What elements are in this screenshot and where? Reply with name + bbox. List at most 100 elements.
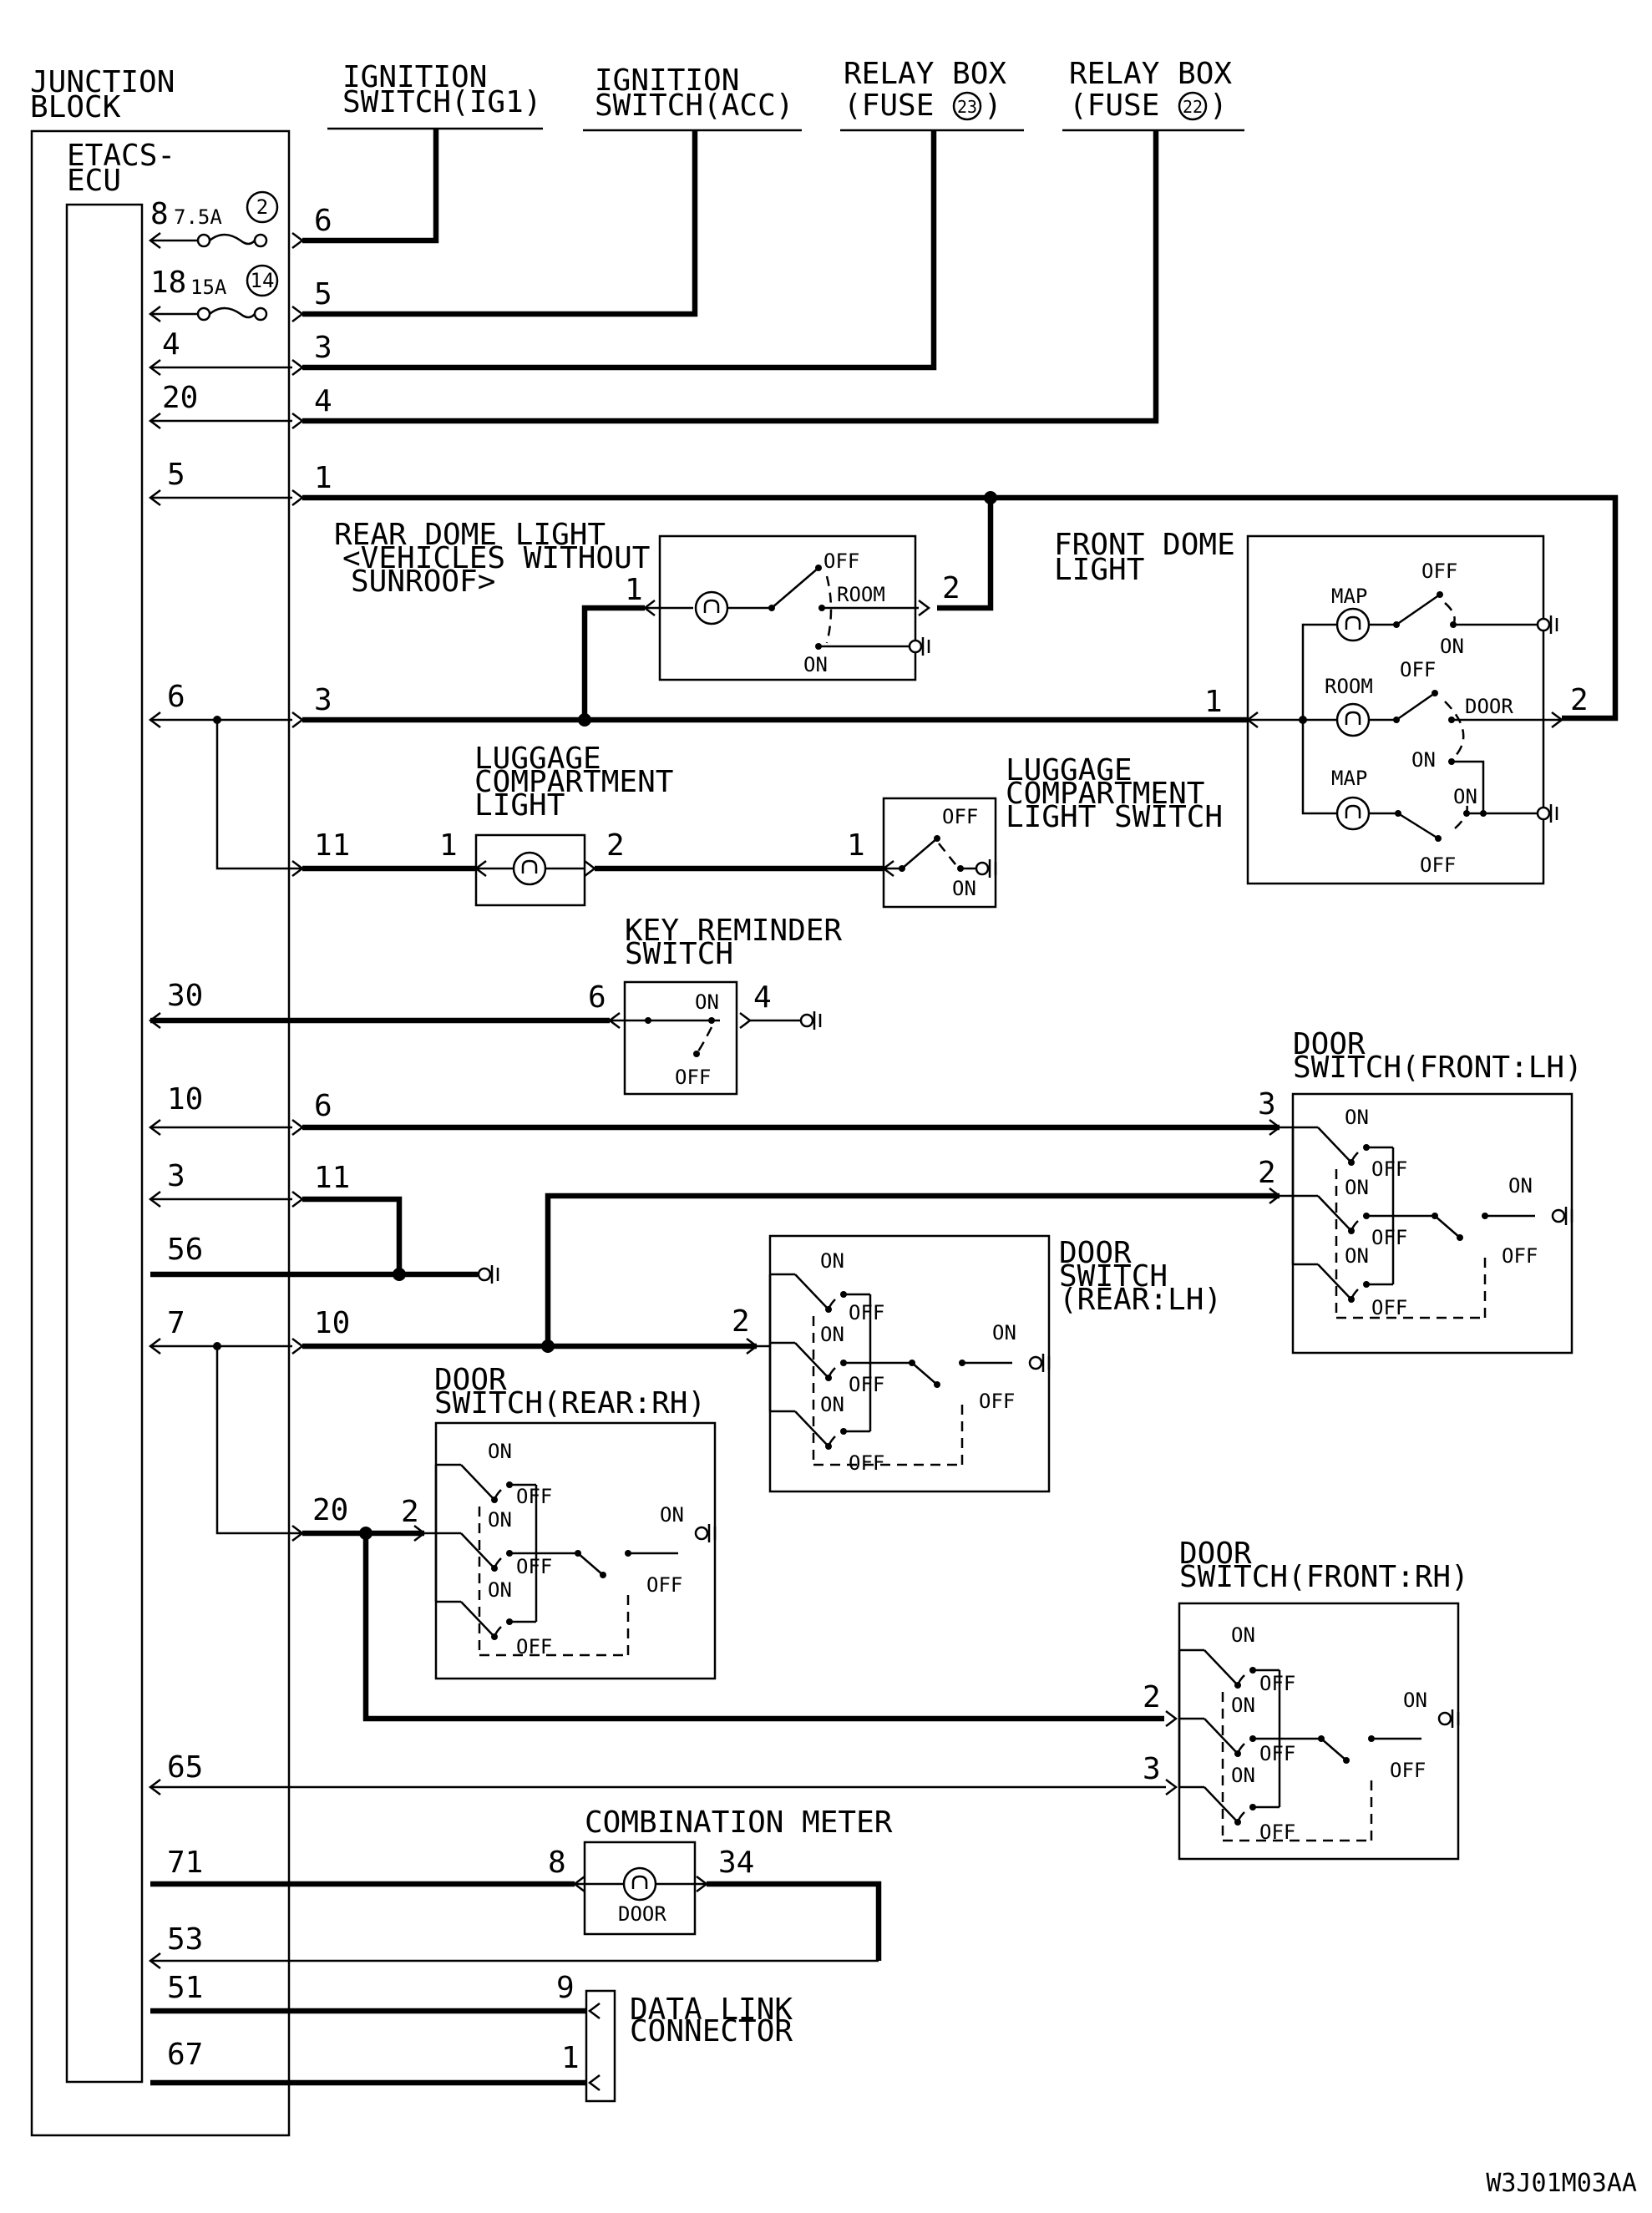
svg-text:67: 67 bbox=[167, 2038, 203, 2072]
rear-dome-label-3: SUNROOF> bbox=[351, 565, 495, 599]
svg-text:OFF: OFF bbox=[979, 1390, 1015, 1413]
svg-text:1: 1 bbox=[561, 2041, 580, 2075]
svg-text:4: 4 bbox=[162, 327, 180, 362]
drawing-code: W3J01M03AA bbox=[1486, 2169, 1637, 2198]
front-dome-label-1: FRONT DOME bbox=[1054, 528, 1235, 562]
svg-text:OFF: OFF bbox=[516, 1485, 552, 1508]
svg-text:OFF: OFF bbox=[1421, 560, 1457, 583]
svg-text:OFF: OFF bbox=[1502, 1244, 1538, 1268]
luggage-switch-box bbox=[882, 797, 997, 909]
luggage-light-label-1: LUGGAGE bbox=[474, 742, 601, 776]
svg-text:ROOM: ROOM bbox=[837, 583, 885, 606]
svg-text:MAP: MAP bbox=[1331, 585, 1367, 608]
door-switch-front-lh-box bbox=[1291, 1092, 1573, 1355]
etacs-ecu-frame bbox=[65, 203, 144, 2084]
svg-text:20: 20 bbox=[312, 1493, 348, 1527]
svg-text:10: 10 bbox=[314, 1306, 350, 1340]
svg-text:2: 2 bbox=[1258, 1156, 1276, 1190]
svg-text:OFF: OFF bbox=[1390, 1759, 1426, 1782]
combination-meter-box bbox=[583, 1841, 697, 1936]
svg-text:6: 6 bbox=[314, 1089, 332, 1123]
svg-text:4: 4 bbox=[753, 980, 772, 1015]
svg-text:ON: ON bbox=[952, 877, 976, 900]
svg-text:ON: ON bbox=[820, 1249, 844, 1273]
svg-text:OFF: OFF bbox=[1259, 1672, 1295, 1695]
door-rear-lh-label-3: (REAR:LH) bbox=[1059, 1283, 1222, 1317]
svg-text:56: 56 bbox=[167, 1233, 203, 1267]
acc-label-1: IGNITION bbox=[595, 63, 739, 98]
svg-text:2: 2 bbox=[401, 1495, 419, 1529]
svg-text:2: 2 bbox=[1143, 1680, 1161, 1714]
svg-text:ON: ON bbox=[488, 1508, 512, 1532]
svg-text:30: 30 bbox=[167, 979, 203, 1013]
svg-text:OFF: OFF bbox=[516, 1635, 552, 1658]
junction-block-frame bbox=[30, 129, 291, 2137]
svg-text:ON: ON bbox=[1231, 1764, 1255, 1787]
svg-text:2: 2 bbox=[732, 1304, 750, 1339]
svg-text:OFF: OFF bbox=[849, 1373, 884, 1396]
svg-text:3: 3 bbox=[314, 683, 332, 717]
data-link-label-1: DATA LINK bbox=[630, 1993, 793, 2027]
svg-text:18: 18 bbox=[150, 266, 186, 300]
key-reminder-box bbox=[623, 980, 738, 1096]
rear-dome-label-1: REAR DOME LIGHT bbox=[334, 518, 606, 552]
svg-text:71: 71 bbox=[167, 1846, 203, 1880]
fuse23-number: 23 bbox=[957, 97, 977, 117]
door-front-lh-label-2: SWITCH(FRONT:LH) bbox=[1293, 1051, 1583, 1085]
relay22-label-2: (FUSE bbox=[1069, 89, 1159, 123]
svg-text:): ) bbox=[1209, 89, 1228, 123]
svg-text:9: 9 bbox=[556, 1971, 575, 2005]
svg-text:2: 2 bbox=[1570, 683, 1589, 717]
svg-text:51: 51 bbox=[167, 1971, 203, 2005]
rear-dome-label-2: <VEHICLES WITHOUT bbox=[342, 541, 650, 575]
luggage-light-box bbox=[474, 833, 586, 907]
svg-text:OFF: OFF bbox=[1371, 1296, 1407, 1319]
svg-text:ON: ON bbox=[820, 1393, 844, 1416]
door-rear-lh-label-1: DOOR bbox=[1059, 1236, 1132, 1270]
svg-text:4: 4 bbox=[314, 384, 332, 418]
luggage-switch-label-2: COMPARTMENT bbox=[1006, 777, 1204, 811]
svg-text:OFF: OFF bbox=[646, 1573, 682, 1597]
data-link-connector-box bbox=[585, 1989, 616, 2103]
door-switch-front-rh-box bbox=[1178, 1602, 1460, 1861]
svg-text:34: 34 bbox=[718, 1846, 754, 1880]
svg-text:OFF: OFF bbox=[1371, 1157, 1407, 1181]
svg-text:OFF: OFF bbox=[516, 1555, 552, 1578]
svg-text:3: 3 bbox=[314, 331, 332, 365]
svg-text:ON: ON bbox=[695, 990, 719, 1014]
svg-text:OFF: OFF bbox=[1420, 853, 1456, 877]
svg-text:8: 8 bbox=[150, 197, 169, 231]
svg-text:MAP: MAP bbox=[1331, 767, 1367, 790]
svg-text:6: 6 bbox=[588, 980, 606, 1015]
svg-text:): ) bbox=[984, 89, 1002, 123]
svg-text:OFF: OFF bbox=[1400, 658, 1436, 681]
door-rear-rh-label-2: SWITCH(REAR:RH) bbox=[434, 1386, 706, 1420]
svg-text:DOOR: DOOR bbox=[618, 1902, 666, 1926]
svg-text:DOOR: DOOR bbox=[1465, 695, 1513, 718]
svg-text:ON: ON bbox=[1403, 1689, 1427, 1712]
luggage-light-label-3: LIGHT bbox=[474, 788, 565, 823]
svg-text:ON: ON bbox=[488, 1440, 512, 1463]
luggage-switch-label-1: LUGGAGE bbox=[1006, 753, 1133, 787]
svg-text:53: 53 bbox=[167, 1922, 203, 1957]
svg-text:3: 3 bbox=[1258, 1087, 1276, 1122]
door-front-lh-label-1: DOOR bbox=[1293, 1027, 1366, 1061]
door-front-rh-label-1: DOOR bbox=[1179, 1537, 1252, 1571]
front-dome-light-box bbox=[1246, 534, 1545, 885]
key-reminder-label-2: SWITCH bbox=[625, 937, 733, 971]
svg-text:ON: ON bbox=[488, 1578, 512, 1602]
acc-label-2: SWITCH(ACC) bbox=[595, 89, 793, 123]
svg-text:ON: ON bbox=[803, 653, 828, 676]
door-front-rh-label-2: SWITCH(FRONT:RH) bbox=[1179, 1560, 1469, 1594]
svg-text:11: 11 bbox=[314, 1161, 350, 1195]
svg-text:ON: ON bbox=[1231, 1694, 1255, 1717]
luggage-switch-label-3: LIGHT SWITCH bbox=[1006, 800, 1223, 834]
relay22-label-1: RELAY BOX bbox=[1069, 57, 1232, 91]
svg-text:7: 7 bbox=[167, 1306, 185, 1340]
svg-text:8: 8 bbox=[548, 1846, 566, 1880]
svg-text:ON: ON bbox=[1345, 1176, 1369, 1199]
svg-text:5: 5 bbox=[167, 458, 185, 492]
fuse2-number: 2 bbox=[256, 195, 268, 219]
svg-text:OFF: OFF bbox=[1259, 1742, 1295, 1765]
